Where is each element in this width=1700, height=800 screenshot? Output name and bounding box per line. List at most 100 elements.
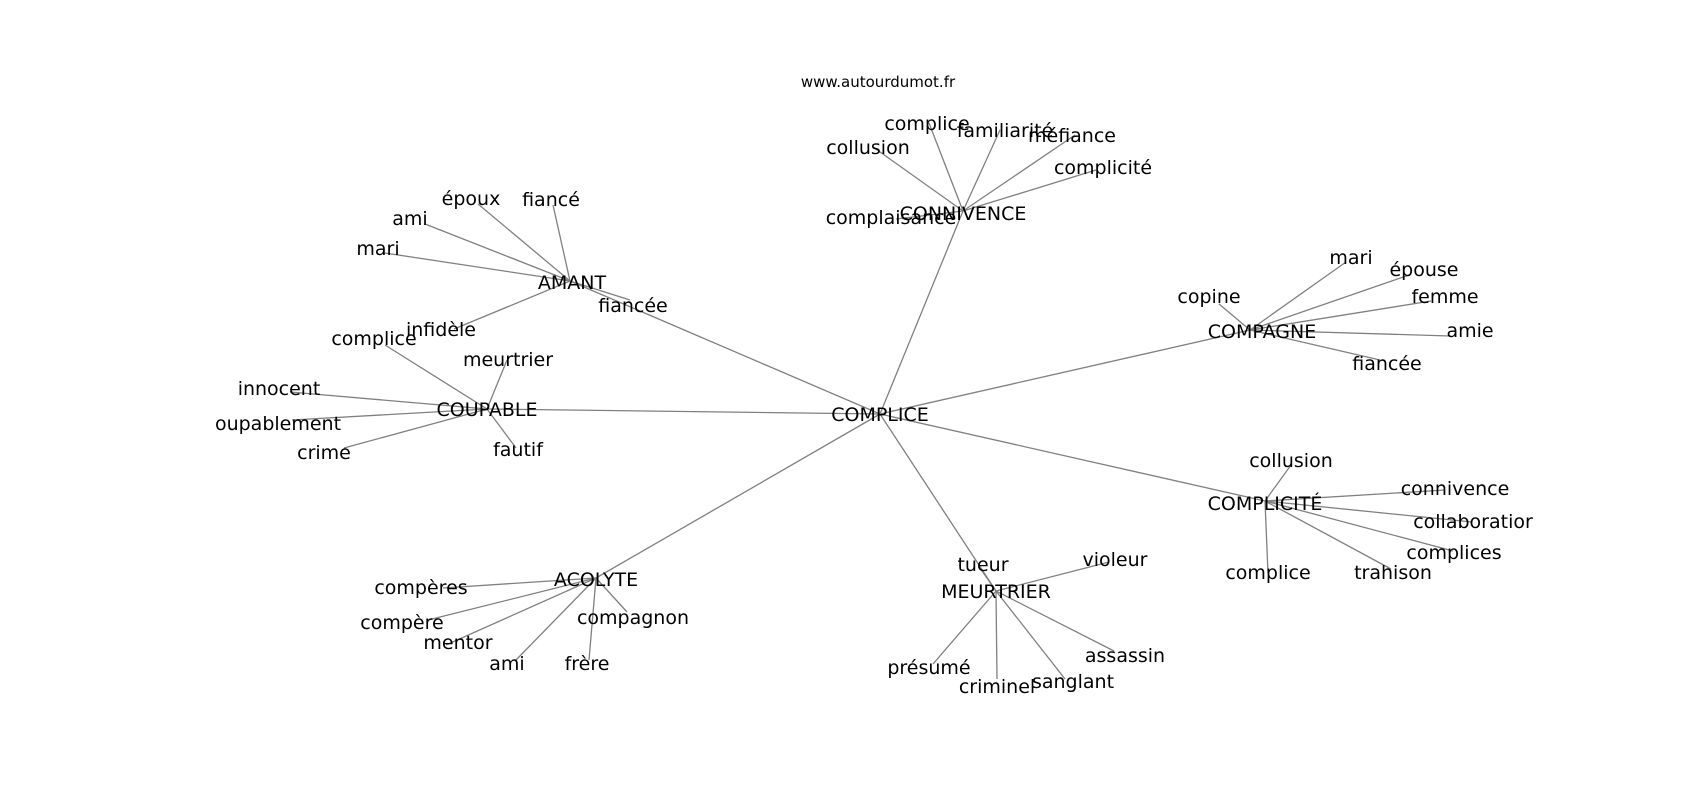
leaf-word-label: innocent	[238, 378, 321, 400]
leaf-word-label: ami	[489, 653, 524, 675]
edge-coupable-leaf	[291, 408, 488, 421]
edge-acolyte-leaf	[588, 577, 597, 661]
leaf-word-label: trahison	[1354, 562, 1432, 584]
edge-coupable-leaf	[289, 391, 488, 410]
edge-complicite-leaf	[1264, 500, 1454, 552]
edge-meurtrier-leaf	[995, 590, 998, 680]
edge-complicite-leaf	[1264, 500, 1392, 570]
leaf-word-label: ami	[392, 208, 427, 230]
edge-center-compagne	[879, 329, 1251, 415]
leaf-word-label: mari	[1329, 247, 1372, 269]
edge-compagne-leaf	[1218, 303, 1251, 331]
leaf-word-label: collusion	[826, 137, 910, 159]
leaf-word-label: complices	[1406, 542, 1501, 564]
edge-acolyte-leaf	[515, 577, 597, 661]
hub-node-label-acolyte: ACOLYTE	[554, 569, 638, 591]
leaf-word-label: infidèle	[406, 319, 476, 341]
edge-acolyte-leaf	[427, 577, 597, 621]
leaf-word-label: fiancé	[522, 189, 580, 211]
leaf-word-label: complaisance	[826, 207, 957, 229]
edge-connivence-leaf	[872, 146, 964, 212]
edge-connivence-leaf	[928, 122, 964, 212]
edge-complicite-leaf	[1264, 464, 1292, 502]
leaf-word-label: compagnon	[577, 607, 689, 629]
leaf-word-label: compère	[360, 612, 443, 634]
edge-center-coupable	[486, 408, 881, 415]
hub-node-label-connivence: CONNIVENCE	[900, 203, 1027, 225]
leaf-word-label: meurtrier	[463, 349, 553, 371]
leaf-word-label: tueur	[957, 554, 1008, 576]
leaf-word-label: présumé	[887, 657, 970, 679]
edge-compagne-leaf	[1249, 329, 1451, 337]
leaf-word-label: mari	[356, 238, 399, 260]
edge-center-amant	[569, 280, 881, 415]
leaf-word-label: copine	[1177, 286, 1240, 308]
labels-layer: www.autourdumot.fr COMPLICE mari ami époux…	[215, 73, 1533, 698]
leaf-word-label: compères	[374, 577, 467, 599]
leaf-word-label: crime	[297, 442, 351, 464]
edge-compagne-leaf	[1249, 329, 1381, 361]
hub-node-label-meurtrier: MEURTRIER	[941, 581, 1051, 603]
edge-coupable-leaf	[486, 408, 517, 449]
edge-connivence-leaf	[895, 210, 964, 220]
edge-acolyte-leaf	[595, 577, 628, 613]
edge-amant-leaf	[453, 280, 571, 330]
leaf-word-label: frère	[565, 653, 610, 675]
edge-acolyte-leaf	[445, 577, 597, 646]
leaf-word-label: complice	[1225, 562, 1310, 584]
edge-complicite-leaf	[1264, 500, 1473, 523]
edge-coupable-leaf	[384, 344, 488, 410]
center-node-label: COMPLICE	[831, 404, 929, 426]
leaf-word-label: oupablement	[215, 413, 341, 435]
leaf-word-label: épouse	[1389, 259, 1458, 281]
edge-meurtrier-leaf	[995, 590, 1115, 652]
leaf-word-label: criminel	[959, 676, 1035, 698]
leaf-word-label: fautif	[493, 439, 544, 461]
leaf-word-label: fiancée	[598, 295, 667, 317]
hub-node-label-amant: AMANT	[538, 272, 607, 294]
leaf-word-label: complicité	[1054, 157, 1152, 179]
edge-complicite-leaf	[1264, 489, 1446, 502]
edge-amant-leaf	[424, 223, 571, 282]
edge-compagne-leaf	[1249, 274, 1410, 331]
edge-center-meurtrier	[879, 413, 997, 592]
edge-center-acolyte	[595, 413, 881, 579]
leaf-word-label: assassin	[1085, 645, 1165, 667]
edge-meurtrier-leaf	[995, 590, 1066, 680]
leaf-word-label: mentor	[423, 632, 492, 654]
edge-coupable-leaf	[343, 408, 488, 449]
edge-amant-leaf	[477, 203, 571, 282]
leaf-word-label: familiarité	[957, 120, 1054, 142]
edge-center-complicite	[879, 413, 1266, 502]
leaf-word-label: collaboratior	[1413, 511, 1533, 533]
leaf-word-label: connivence	[1401, 478, 1510, 500]
leaf-word-label: époux	[442, 188, 501, 210]
edge-acolyte-leaf	[442, 577, 597, 589]
edge-amant-leaf	[384, 252, 571, 282]
edge-coupable-leaf	[486, 359, 508, 410]
edge-meurtrier-leaf	[995, 561, 1110, 592]
edge-compagne-leaf	[1249, 261, 1347, 331]
leaf-word-label: sanglant	[1032, 671, 1114, 693]
hub-node-label-coupable: COUPABLE	[437, 399, 538, 421]
edge-complicite-leaf	[1264, 500, 1269, 574]
edge-meurtrier-leaf	[981, 570, 997, 592]
source-credit: www.autourdumot.fr	[801, 73, 956, 91]
leaf-word-label: amie	[1446, 320, 1493, 342]
edge-meurtrier-leaf	[932, 590, 997, 665]
edge-amant-leaf	[569, 280, 631, 301]
edge-center-connivence	[879, 210, 964, 415]
hub-node-label-complicite: COMPLICITÉ	[1208, 492, 1323, 515]
edge-compagne-leaf	[1249, 300, 1432, 331]
edge-connivence-leaf	[962, 129, 1001, 212]
edges-layer	[289, 122, 1473, 680]
edge-connivence-leaf	[962, 169, 1097, 212]
hub-node-label-compagne: COMPAGNE	[1208, 321, 1316, 343]
leaf-word-label: complice	[331, 328, 416, 350]
leaf-word-label: complice	[884, 113, 969, 135]
leaf-word-label: femme	[1411, 286, 1478, 308]
leaf-word-label: fiancée	[1352, 353, 1421, 375]
edge-amant-leaf	[552, 204, 571, 282]
